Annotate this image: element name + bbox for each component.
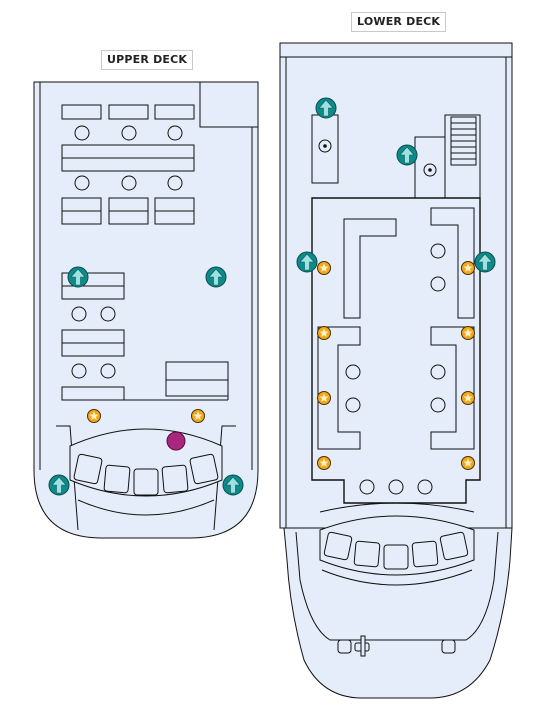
- upper-seat: [74, 125, 90, 141]
- lower-seat: [388, 479, 404, 495]
- upper-deck-hull: [33, 81, 259, 539]
- upper-table: [61, 104, 102, 120]
- star-icon: [461, 326, 475, 340]
- stairs-icon: [450, 116, 477, 166]
- upper-bow-frame: [213, 425, 236, 531]
- star-icon: [461, 391, 475, 405]
- upper-seat: [121, 125, 137, 141]
- exit-arrow-icon: [396, 144, 418, 166]
- star-icon: [317, 261, 331, 275]
- lower-service-room: [311, 114, 339, 184]
- lower-bow-inner: [295, 531, 499, 641]
- upper-long-table: [61, 157, 195, 172]
- upper-seat: [167, 125, 183, 141]
- upper-table: [154, 197, 195, 212]
- upper-table: [61, 285, 125, 300]
- lower-seat: [430, 364, 446, 380]
- upper-seat: [121, 175, 137, 191]
- upper-seat: [74, 175, 90, 191]
- upper-table: [61, 197, 102, 212]
- upper-table: [154, 104, 195, 120]
- star-icon: [461, 261, 475, 275]
- star-icon: [317, 326, 331, 340]
- lower-deck-label: LOWER DECK: [351, 12, 447, 32]
- upper-table: [61, 386, 125, 401]
- upper-table: [108, 210, 149, 225]
- upper-deck-label: UPPER DECK: [101, 50, 194, 70]
- upper-seat: [167, 175, 183, 191]
- exit-arrow-icon: [67, 266, 89, 288]
- upper-table: [154, 210, 195, 225]
- upper-table: [108, 197, 149, 212]
- upper-table: [61, 329, 125, 344]
- upper-bow-inner: [77, 499, 215, 516]
- upper-seat: [100, 306, 116, 322]
- exit-arrow-icon: [222, 474, 244, 496]
- exit-arrow-icon: [474, 251, 496, 273]
- star-icon: [461, 456, 475, 470]
- lower-seat: [417, 479, 433, 495]
- upper-corner-room: [199, 81, 259, 128]
- lower-seat: [430, 397, 446, 413]
- lower-bow-fitting: [337, 639, 352, 654]
- upper-deck: [33, 81, 259, 539]
- star-icon: [191, 409, 205, 423]
- upper-bow-frame: [56, 425, 79, 531]
- upper-long-table: [61, 144, 195, 159]
- lower-bow-fitting: [441, 639, 456, 654]
- upper-bow-seats: [73, 453, 219, 496]
- lower-seat: [359, 479, 375, 495]
- lower-seat: [345, 397, 361, 413]
- star-icon: [317, 456, 331, 470]
- lower-deck: [279, 42, 513, 699]
- lower-seat: [345, 364, 361, 380]
- lower-seat: [430, 243, 446, 259]
- lower-main-cabin: [311, 197, 481, 504]
- upper-table: [61, 342, 125, 357]
- upper-table: [108, 104, 149, 120]
- upper-table: [165, 361, 229, 381]
- lower-seat: [430, 276, 446, 292]
- exit-arrow-icon: [205, 266, 227, 288]
- lower-bow-seats: [323, 531, 469, 570]
- exit-arrow-icon: [315, 97, 337, 119]
- exit-arrow-icon: [48, 474, 70, 496]
- star-icon: [87, 409, 101, 423]
- circle-icon: [166, 431, 186, 451]
- exit-arrow-icon: [296, 251, 318, 273]
- upper-table: [165, 379, 229, 397]
- upper-seat: [71, 363, 87, 379]
- upper-seat: [71, 306, 87, 322]
- lower-bow-frame: [319, 502, 475, 513]
- upper-table: [61, 210, 102, 225]
- upper-seat: [100, 363, 116, 379]
- star-icon: [317, 391, 331, 405]
